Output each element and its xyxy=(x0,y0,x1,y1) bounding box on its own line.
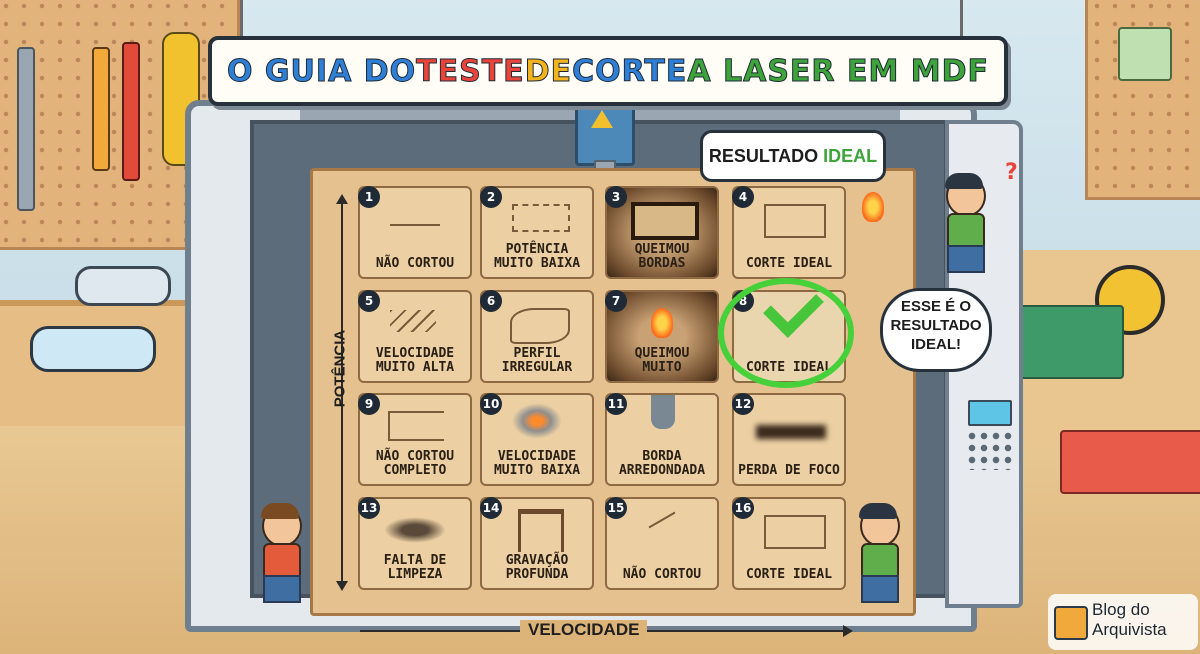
safety-glasses-icon xyxy=(30,326,156,372)
ideal-bubble-prefix: RESULTADO xyxy=(708,146,824,166)
cross-mark-icon xyxy=(648,511,676,529)
smoke-fire-icon xyxy=(512,403,562,439)
control-panel-keypad xyxy=(966,430,1012,470)
cell-number-badge: 3 xyxy=(605,186,627,208)
title-part: O GUIA DO xyxy=(226,53,417,89)
cell-label: FALTA DE LIMPEZA xyxy=(383,553,447,582)
title-part: DE xyxy=(524,53,573,89)
cell-number-badge: 4 xyxy=(732,186,754,208)
title-banner: O GUIA DO TESTE DE CORTE A LASER EM MDF xyxy=(208,36,1008,106)
cell-label: QUEIMOU BORDAS xyxy=(634,242,690,271)
tape-measure-icon xyxy=(1095,265,1165,335)
cell-number-badge: 1 xyxy=(358,186,380,208)
nozzle-icon xyxy=(651,395,675,429)
paper-note-icon xyxy=(1118,27,1172,81)
open-rect-icon xyxy=(388,411,444,441)
cell-number-badge: 12 xyxy=(732,393,754,415)
banner-string-left xyxy=(240,0,243,40)
cell-label: PERDA DE FOCO xyxy=(738,463,840,478)
ideal-highlight-ring xyxy=(718,278,854,388)
cell-number-badge: 16 xyxy=(732,497,754,519)
workbench-right xyxy=(990,250,1200,494)
fire-icon xyxy=(862,192,884,222)
cell-number-badge: 10 xyxy=(480,393,502,415)
cell-number-badge: 7 xyxy=(605,290,627,312)
red-acrylic-sheet-icon xyxy=(1060,430,1200,494)
safety-goggles-icon xyxy=(75,266,171,306)
laser-head xyxy=(575,98,635,166)
caliper-icon xyxy=(17,47,35,211)
cell-label: VELOCIDADE MUITO ALTA xyxy=(375,346,455,375)
cell-number-badge: 6 xyxy=(480,290,502,312)
rect-cut-icon xyxy=(764,204,826,238)
y-axis-arrow xyxy=(336,194,348,591)
y-axis-label: POTÊNCIA xyxy=(331,329,349,408)
cell-number-badge: 13 xyxy=(358,497,380,519)
blur-line-icon xyxy=(756,425,826,439)
burnt-rect-icon xyxy=(631,202,699,240)
cell-label: VELOCIDADE MUITO BAIXA xyxy=(493,449,581,478)
cell-label: PERFIL IRREGULAR xyxy=(501,346,573,375)
question-marks-icon: ? xyxy=(1005,160,1018,185)
scratches-icon xyxy=(390,310,436,332)
blog-logo: Blog do Arquivista xyxy=(1048,594,1198,650)
cell-number-badge: 11 xyxy=(605,393,627,415)
fire-icon xyxy=(651,308,673,338)
cell-label: NÃO CORTOU xyxy=(622,567,702,582)
screwdriver-icon xyxy=(92,47,110,171)
banner-string-right xyxy=(960,0,963,40)
x-axis-label: VELOCIDADE xyxy=(520,620,648,640)
ideal-bubble-word: IDEAL xyxy=(823,146,878,166)
title-part: A LASER EM MDF xyxy=(687,53,990,89)
cell-number-badge: 14 xyxy=(480,497,502,519)
side-speech-bubble: ESSE É O RESULTADO IDEAL! xyxy=(880,288,992,372)
cut-line-icon xyxy=(390,224,440,226)
dashed-rect-icon xyxy=(512,204,570,232)
cell-label: BORDA ARREDONDADA xyxy=(618,449,706,478)
control-panel-screen xyxy=(968,400,1012,426)
cell-label: QUEIMOU MUITO xyxy=(634,346,690,375)
warning-triangle-icon xyxy=(591,110,613,128)
cell-label: NÃO CORTOU COMPLETO xyxy=(375,449,455,478)
wavy-shape-icon xyxy=(510,308,570,344)
cell-label: NÃO CORTOU xyxy=(375,256,455,271)
cell-label: GRAVAÇÃO PROFUNDA xyxy=(505,553,569,582)
cell-label: CORTE IDEAL xyxy=(745,256,833,271)
cell-label: POTÊNCIA MUITO BAIXA xyxy=(493,242,581,271)
cell-label: CORTE IDEAL xyxy=(745,567,833,582)
logo-text: Blog do Arquivista xyxy=(1092,600,1167,639)
cell-number-badge: 2 xyxy=(480,186,502,208)
rect-cut-icon xyxy=(764,515,826,549)
screwdriver-icon xyxy=(122,42,140,181)
cell-number-badge: 15 xyxy=(605,497,627,519)
folder-compass-icon xyxy=(1054,606,1088,640)
debris-icon xyxy=(384,517,446,543)
pegboard-right xyxy=(1085,0,1200,200)
title-part: TESTE xyxy=(416,53,525,89)
title-part: CORTE xyxy=(572,53,688,89)
groove-icon xyxy=(518,509,564,552)
cell-number-badge: 5 xyxy=(358,290,380,312)
ideal-result-bubble: RESULTADO IDEAL xyxy=(700,130,886,182)
cell-number-badge: 9 xyxy=(358,393,380,415)
